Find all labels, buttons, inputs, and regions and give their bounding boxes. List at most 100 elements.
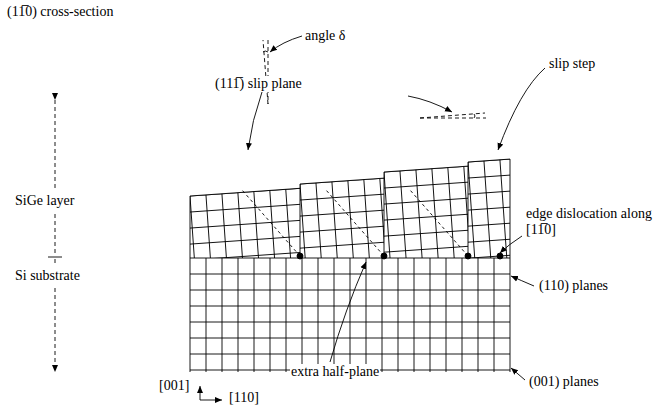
plane-label: (001) planes [528, 374, 600, 390]
lattice-line [346, 161, 355, 285]
lattice-line [268, 170, 276, 282]
lattice-line [190, 338, 510, 339]
lattice-line [355, 180, 499, 190]
lattice-line [270, 176, 414, 186]
dislocation-dot [465, 253, 471, 259]
lattice-line [439, 173, 541, 180]
lattice-line [205, 175, 213, 287]
lattice-line [362, 160, 371, 284]
lattice-line [190, 258, 510, 259]
lattice-line [334, 258, 335, 372]
lattice-line [331, 162, 340, 286]
lattice-line [361, 260, 505, 270]
lattice-line [462, 258, 463, 372]
lattice-line [190, 322, 510, 323]
lattice-line [468, 162, 469, 258]
lattice-line [163, 234, 333, 246]
lattice-line [510, 159, 511, 258]
step-label: slip step [548, 56, 596, 72]
defect-label: edge dislocation along [11̅0] [525, 206, 662, 238]
lattice-line [300, 184, 301, 258]
lattice-line [302, 258, 303, 372]
lattice-line [467, 142, 477, 288]
lattice-line [356, 196, 500, 206]
lattice-line [366, 258, 367, 372]
lattice-line [189, 176, 197, 288]
lattice-line [272, 208, 416, 218]
lattice-line [275, 240, 419, 250]
dislocation-dot [297, 253, 303, 259]
lattice-line [362, 276, 506, 286]
dislocation-dot [381, 253, 387, 259]
lattice-line [286, 258, 287, 372]
lattice-line [190, 306, 510, 307]
lattice-line [430, 258, 431, 372]
lattice-line [162, 218, 332, 230]
lattice-line [161, 202, 331, 214]
lattice-line [190, 258, 191, 372]
lattice-line [438, 157, 540, 164]
lattice-line [357, 212, 501, 222]
lattice-line [166, 266, 336, 278]
lattice-line [190, 274, 510, 275]
lattice-line [446, 258, 447, 372]
lattice-line [190, 290, 510, 291]
plane-label: (110) planes [538, 278, 609, 294]
plane-label: (111̅) slip plane [214, 76, 303, 92]
lattice-line [354, 164, 498, 174]
lattice-line [326, 190, 384, 256]
lattice-line [494, 144, 503, 280]
lattice-line [270, 258, 271, 372]
lattice-line [222, 258, 223, 372]
lattice-line [478, 145, 487, 281]
lattice-line [384, 166, 468, 172]
lattice-line [483, 141, 493, 287]
lattice-line [499, 140, 509, 286]
lattice-line [221, 174, 229, 286]
lattice-line [190, 188, 300, 196]
lattice-line [299, 164, 308, 288]
lattice-line [350, 258, 351, 372]
defect-label: extra half-plane [290, 364, 380, 380]
dislocation-dot [497, 253, 503, 259]
layer-label: SiGe layer [14, 193, 75, 209]
lattice-line [238, 258, 239, 372]
lattice-line [510, 258, 511, 372]
lattice-line [318, 258, 319, 372]
lattice-line [271, 192, 415, 202]
lattice-line [252, 172, 260, 284]
lattice-line [206, 258, 207, 372]
lattice-line [359, 228, 503, 238]
lattice-line [382, 258, 383, 372]
lattice-line [478, 258, 479, 372]
lattice-line [284, 169, 292, 281]
lattice-line [410, 190, 468, 256]
lattice-line [273, 224, 417, 234]
lattice-line [384, 172, 385, 258]
layer-label: Si substrate [14, 268, 81, 284]
lattice-line [414, 258, 415, 372]
lattice-line [190, 196, 191, 258]
lattice-line [277, 272, 421, 282]
lattice-line [398, 258, 399, 372]
lattice-line [445, 253, 547, 260]
lattice-line [440, 189, 542, 196]
lattice-line [236, 173, 244, 285]
lattice-line [300, 178, 384, 184]
axis-label: [001] [158, 378, 190, 394]
lattice-line [494, 258, 495, 372]
lattice-line [190, 354, 510, 355]
lattice-line [468, 159, 510, 162]
angle-label: angle δ [304, 28, 346, 44]
lattice-line [316, 167, 324, 279]
lattice-line [300, 168, 308, 280]
lattice-line [360, 244, 504, 254]
title-label: (11̅0) cross-section [6, 4, 114, 20]
lattice-line [254, 258, 255, 372]
lattice-line [315, 163, 324, 287]
lattice-line [383, 152, 392, 288]
lattice-line [446, 269, 548, 276]
lattice-line [160, 186, 330, 198]
lattice-line [514, 139, 524, 285]
